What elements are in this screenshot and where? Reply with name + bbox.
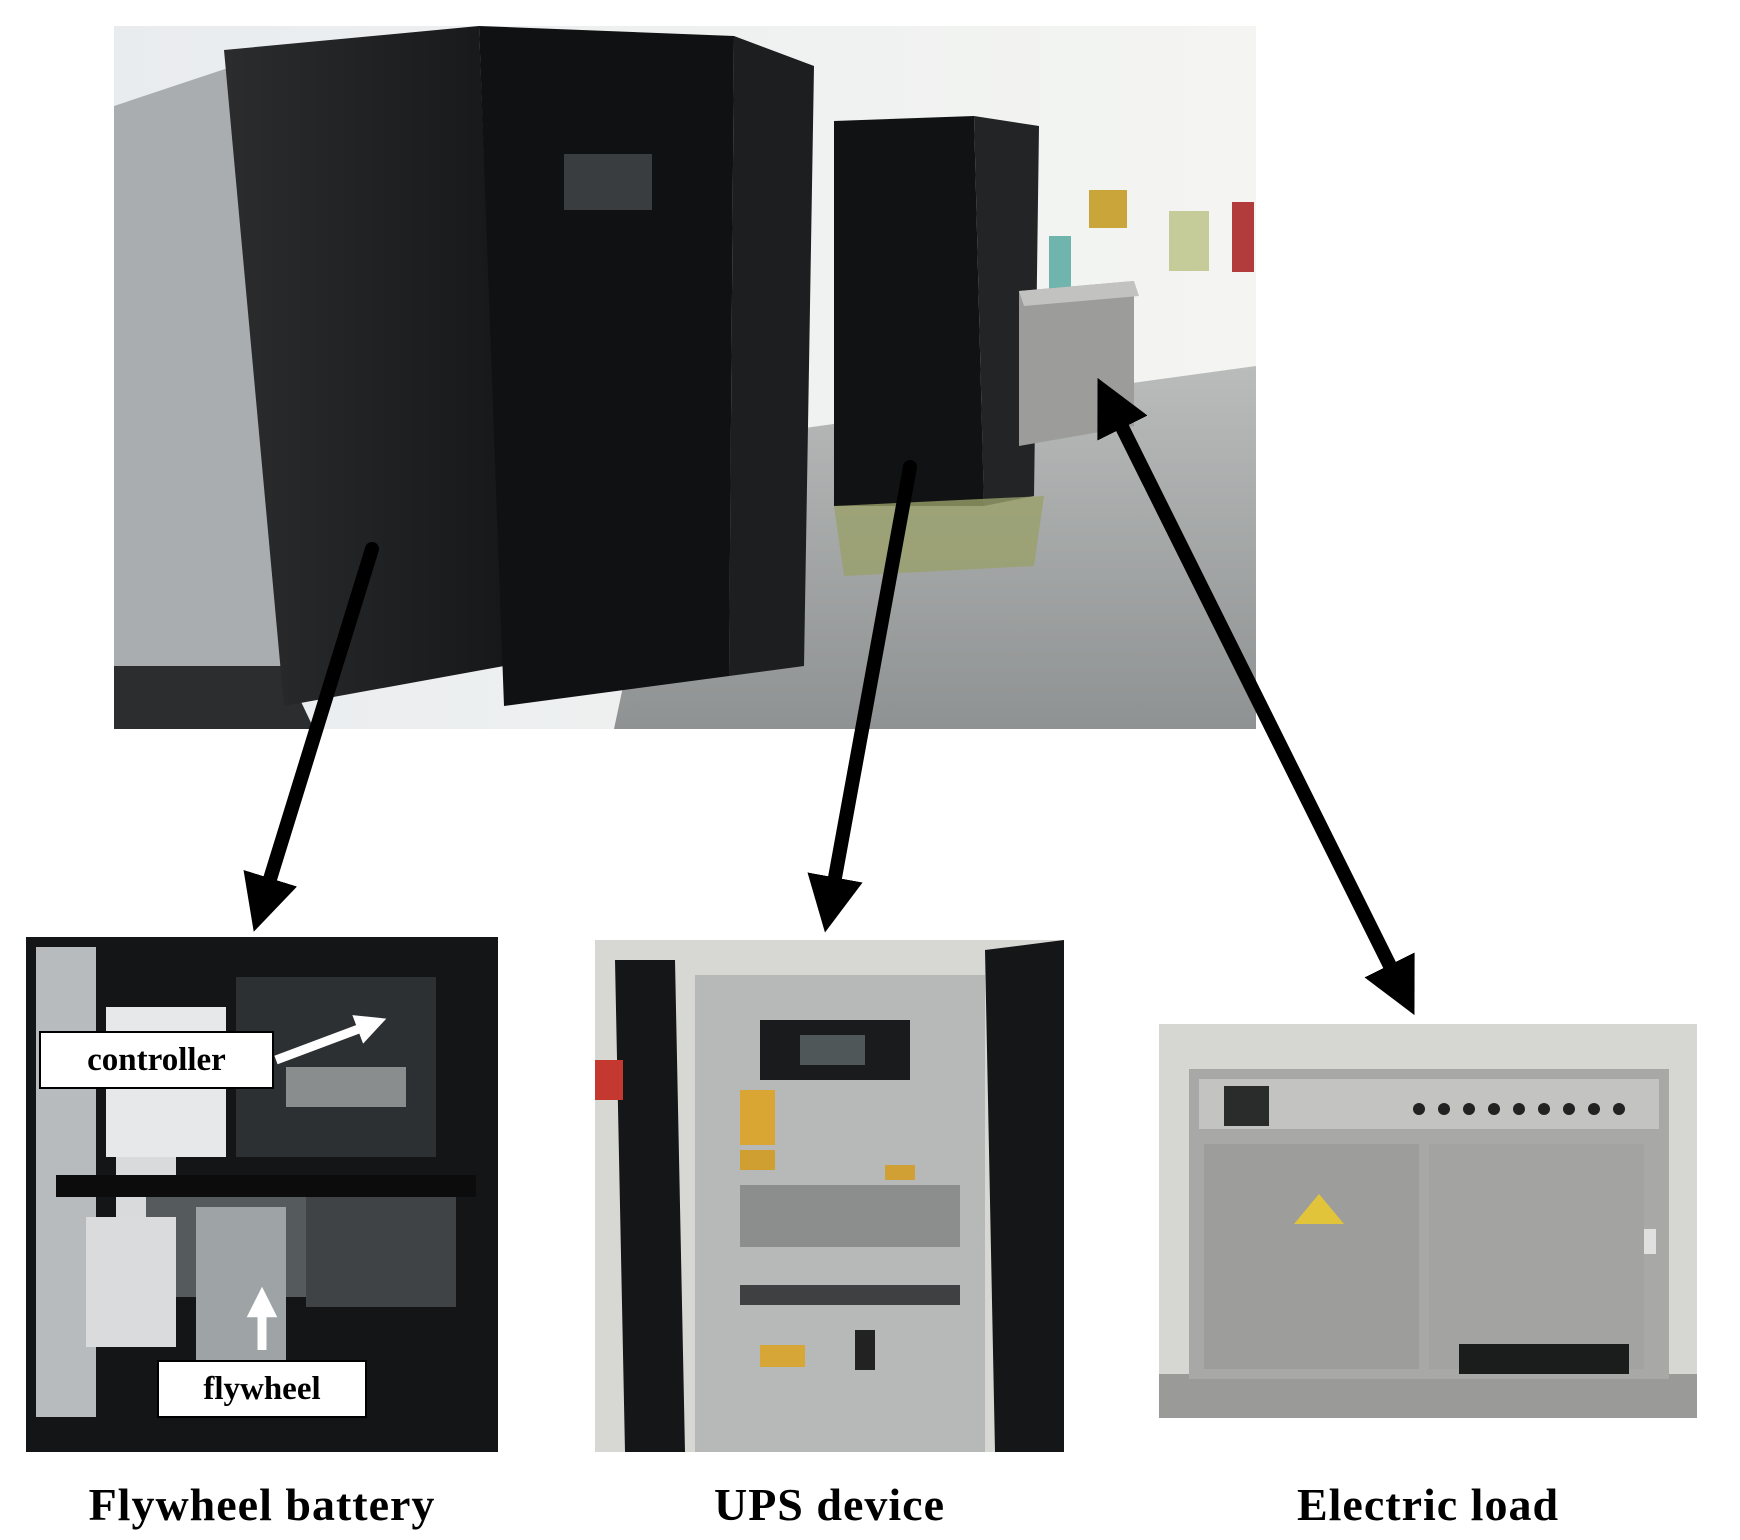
controller-label: controller xyxy=(39,1031,274,1089)
flywheel-label: flywheel xyxy=(157,1360,367,1418)
overview-photo xyxy=(114,26,1256,729)
caption-ups-device: UPS device xyxy=(713,1479,945,1530)
caption-electric-load: Electric load xyxy=(1296,1479,1560,1530)
warning-sign-icon xyxy=(1294,1194,1344,1224)
ups-device-photo xyxy=(595,940,1064,1452)
wall-sign-icon xyxy=(1089,190,1127,228)
caption-flywheel-battery: Flywheel battery xyxy=(88,1479,436,1530)
flywheel-battery-photo xyxy=(26,937,498,1452)
electric-load-photo xyxy=(1159,1024,1697,1418)
